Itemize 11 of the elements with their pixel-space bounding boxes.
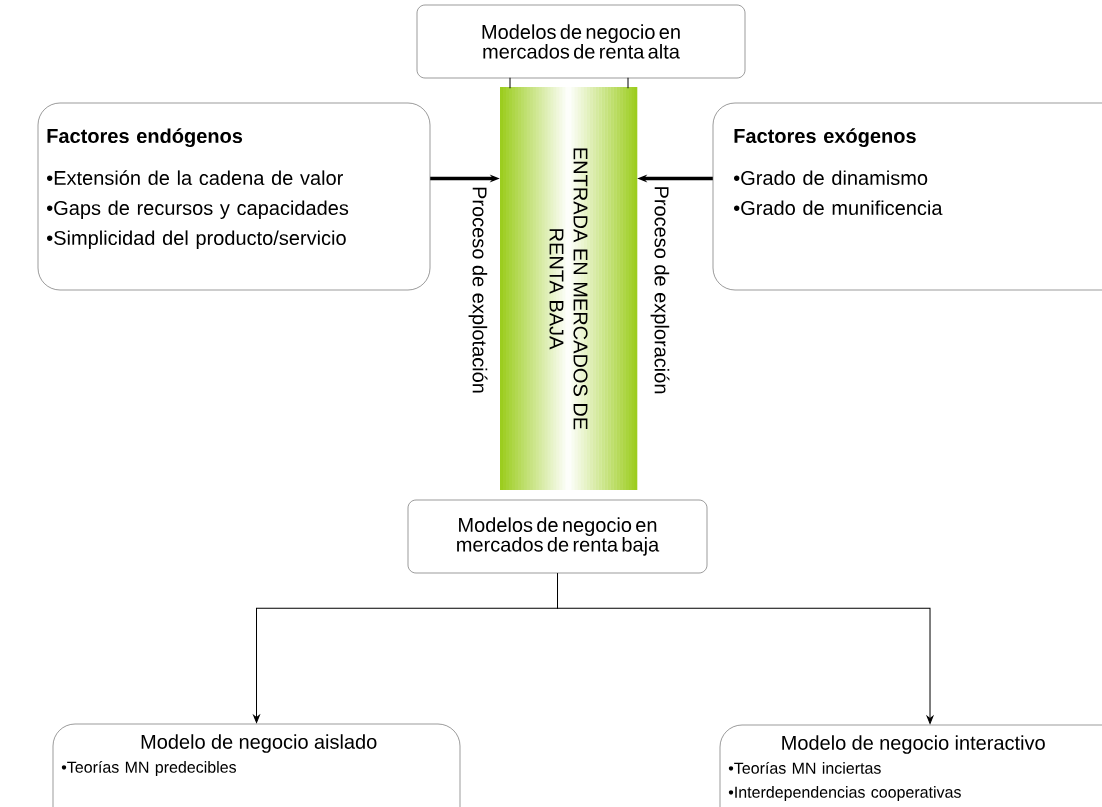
entry-bar: ENTRADA EN MERCADOS DE RENTA BAJA bbox=[500, 87, 638, 490]
model-box: Modelos de negocio en mercados de renta baja bbox=[407, 499, 708, 574]
model-box: Modelo de negocio aislado •Teorías MN predecibles bbox=[52, 723, 461, 807]
model-box: Modelo de negocio interactivo •Teorías MN inciertas •Interdependencias cooperativas bbox=[719, 724, 1102, 807]
factor-box: Factores exógenos •Grado de dinamismo •Grado de munificencia bbox=[712, 102, 1102, 291]
node-label: RENTA BAJA bbox=[549, 229, 564, 350]
arrow bbox=[557, 572, 934, 724]
process-label: Proceso de exploración bbox=[650, 187, 670, 394]
title-box: Modelos de negocio en mercados de renta alta bbox=[416, 4, 746, 79]
factor-box: Factores endógenos •Extensión de la cadena de valor •Gaps de recursos y capacidades •Simplicidad del producto/servicio bbox=[37, 102, 431, 291]
process-label: Proceso de explotación bbox=[468, 187, 488, 393]
